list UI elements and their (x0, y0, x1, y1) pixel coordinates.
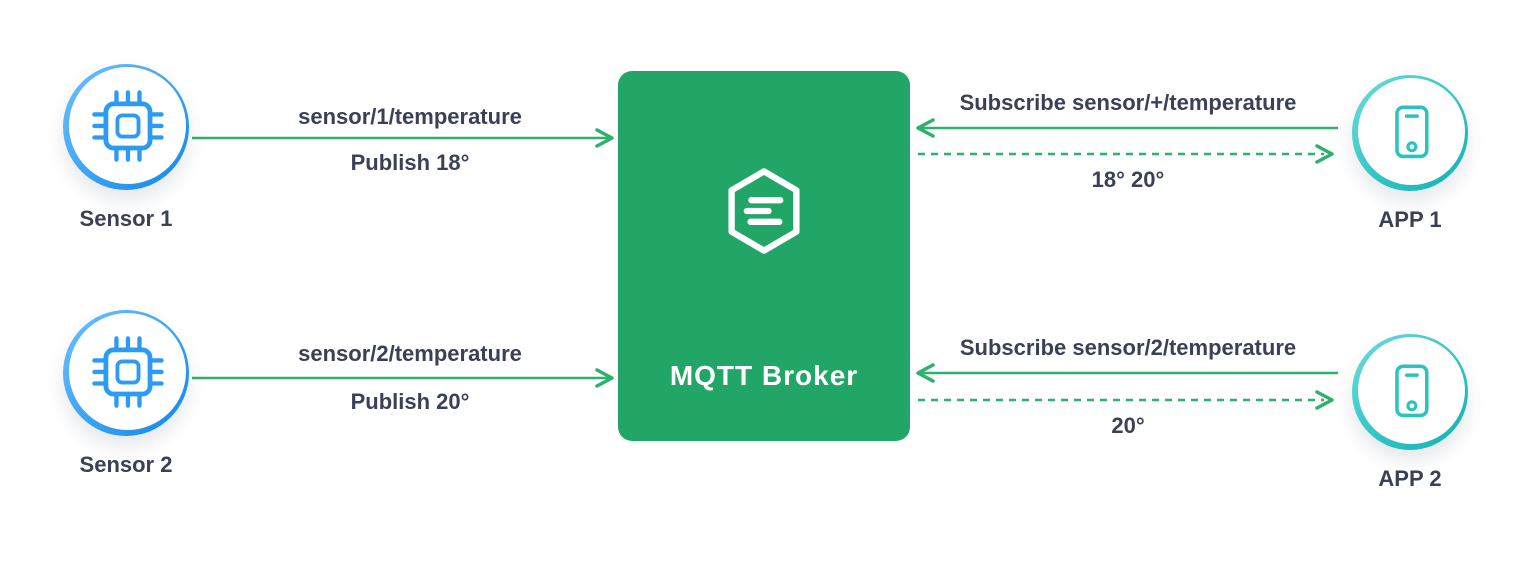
app1-label: APP 1 (1378, 207, 1442, 232)
publish-arrow-sensor2 (192, 368, 614, 388)
app1-device (1352, 75, 1468, 191)
app1-subscribe-action: Subscribe sensor/+/temperature (959, 90, 1297, 115)
app2-subscribe-action: Subscribe sensor/2/temperature (959, 335, 1297, 360)
message-arrow-app2 (918, 390, 1334, 410)
sensor2-publish-topic: sensor/2/temperature (298, 341, 522, 366)
publish-arrow-sensor1 (192, 128, 614, 148)
chip-icon (91, 335, 164, 408)
sensor2-device (63, 310, 189, 436)
phone-icon (1394, 364, 1429, 417)
sensor2-ring (63, 310, 189, 436)
mqtt-broker-box: MQTT Broker (618, 71, 910, 441)
app1-ring (1352, 75, 1468, 191)
app2-ring (1352, 334, 1468, 450)
sensor1-publish-topic: sensor/1/temperature (298, 104, 522, 129)
chip-icon (91, 89, 164, 162)
sensor2-label: Sensor 2 (79, 452, 173, 477)
message-arrow-app1 (918, 144, 1334, 164)
phone-icon (1394, 105, 1429, 158)
sensor1-device (63, 64, 189, 190)
app2-label: APP 2 (1378, 466, 1442, 491)
sensor2-publish-action: Publish 20° (350, 389, 470, 414)
app1-received-message: 18° 20° (1091, 167, 1165, 192)
broker-title: MQTT Broker (669, 360, 859, 391)
app2-device (1352, 334, 1468, 450)
hexagon-message-icon (728, 168, 800, 254)
subscribe-arrow-app1 (916, 118, 1338, 138)
sensor1-label: Sensor 1 (79, 206, 173, 231)
sensor1-publish-action: Publish 18° (350, 150, 470, 175)
subscribe-arrow-app2 (916, 363, 1338, 383)
app2-received-message: 20° (1111, 413, 1145, 438)
sensor1-ring (63, 64, 189, 190)
